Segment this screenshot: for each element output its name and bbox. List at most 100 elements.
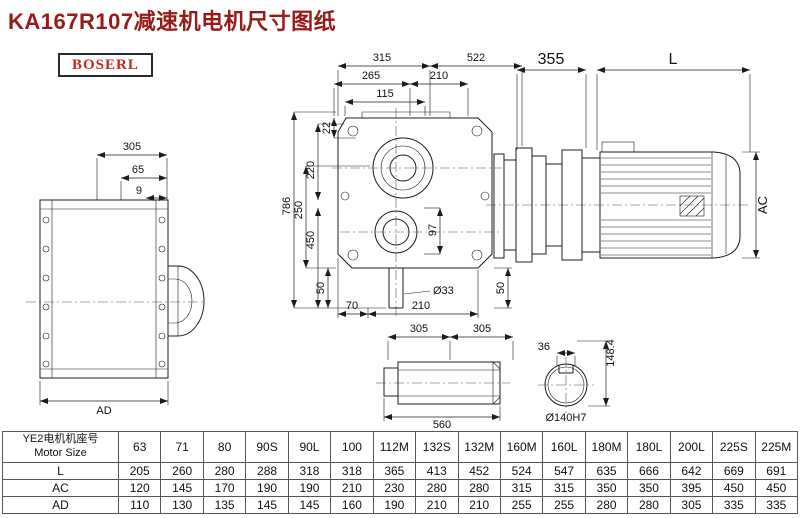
output-shaft-view: 305 305 560 <box>376 323 514 430</box>
dim-left-305: 305 <box>123 141 141 153</box>
motor-frame-size-header: 180L <box>627 431 671 463</box>
dim-sect-148: 148.4 <box>605 339 617 367</box>
dim-shaft-305-a: 305 <box>410 323 428 335</box>
technical-drawing: 305 65 9 AD <box>26 51 770 430</box>
dimension-value-ad: 130 <box>160 496 204 514</box>
dim-front-250: 250 <box>293 201 305 219</box>
dim-shaft-560: 560 <box>433 419 451 430</box>
motor-frame-size-header: 71 <box>160 431 204 463</box>
dimension-value-l: 413 <box>415 462 459 480</box>
dimension-value-ac: 280 <box>415 479 459 497</box>
dimension-value-l: 524 <box>499 462 544 480</box>
dim-front-115: 115 <box>376 88 394 100</box>
dim-front-97: 97 <box>427 224 439 236</box>
dim-front-450: 450 <box>305 231 317 249</box>
dimension-value-l: 205 <box>117 462 162 480</box>
dim-front-210-top: 210 <box>430 70 448 82</box>
dim-sect-36: 36 <box>538 341 550 353</box>
dimension-value-ad: 145 <box>245 496 289 514</box>
dimension-value-ac: 350 <box>627 479 671 497</box>
dim-front-265: 265 <box>362 70 380 82</box>
dimension-value-l: 280 <box>202 462 247 480</box>
row-label-ac: AC <box>2 479 119 497</box>
table-corner-cell: YE2电机机座号 Motor Size <box>2 431 119 463</box>
motor-frame-size-header: 180M <box>584 431 629 463</box>
dimension-value-l: 547 <box>542 462 586 480</box>
dim-left-9: 9 <box>136 185 142 197</box>
dimension-value-ad: 145 <box>287 496 332 514</box>
dim-left-ad: AD <box>96 405 111 417</box>
dimension-value-ac: 145 <box>160 479 204 497</box>
dimension-value-l: 452 <box>457 462 501 480</box>
dimension-value-ad: 280 <box>584 496 629 514</box>
dim-left-65: 65 <box>132 164 144 176</box>
motor-side-view: 355 L AC <box>486 51 770 263</box>
dimension-value-ac: 170 <box>202 479 247 497</box>
dimension-value-ac: 190 <box>287 479 332 497</box>
dimension-value-l: 365 <box>372 462 417 480</box>
front-view: 315 522 265 210 115 786 250 220 <box>281 52 523 318</box>
motor-frame-size-header: 63 <box>117 431 162 463</box>
dim-shaft-305-b: 305 <box>473 323 491 335</box>
dim-motor-ac: AC <box>755 196 770 214</box>
dimension-value-ad: 190 <box>372 496 417 514</box>
dim-motor-l: L <box>669 51 678 68</box>
dim-front-22: 22 <box>321 122 333 134</box>
dimension-value-ad: 335 <box>712 496 756 514</box>
dimension-value-ac: 450 <box>712 479 756 497</box>
motor-frame-size-header: 132M <box>457 431 501 463</box>
dimension-value-ad: 280 <box>627 496 671 514</box>
dim-front-70: 70 <box>346 300 358 312</box>
dimension-value-ac: 230 <box>372 479 417 497</box>
dim-front-210-bottom: 210 <box>412 300 430 312</box>
dimension-value-l: 666 <box>627 462 671 480</box>
motor-frame-size-header: 225M <box>754 431 799 463</box>
motor-frame-size-header: 200L <box>669 431 714 463</box>
motor-size-label-en: Motor Size <box>34 447 87 459</box>
row-label-l: L <box>2 462 119 480</box>
dimension-value-l: 642 <box>669 462 714 480</box>
dimension-value-ad: 335 <box>754 496 799 514</box>
motor-frame-size-header: 100 <box>330 431 374 463</box>
dimension-value-l: 260 <box>160 462 204 480</box>
row-label-ad: AD <box>2 496 119 514</box>
dimension-value-l: 318 <box>330 462 374 480</box>
motor-frame-size-header: 90L <box>287 431 332 463</box>
dimension-value-ad: 210 <box>457 496 501 514</box>
dimension-value-ad: 210 <box>415 496 459 514</box>
dimension-value-ad: 135 <box>202 496 247 514</box>
dim-front-220: 220 <box>305 161 317 179</box>
dimension-value-ad: 305 <box>669 496 714 514</box>
dimension-value-l: 318 <box>287 462 332 480</box>
dimension-value-ac: 315 <box>542 479 586 497</box>
motor-size-label-cn: YE2电机机座号 <box>22 433 99 446</box>
motor-frame-size-header: 225S <box>712 431 756 463</box>
dimension-value-ac: 210 <box>330 479 374 497</box>
dimension-value-ad: 255 <box>542 496 586 514</box>
shaft-section-view: 36 148.4 Ø140H7 <box>538 339 617 424</box>
motor-frame-size-header: 90S <box>245 431 289 463</box>
boserl-logo: BOSERL <box>58 53 153 77</box>
dimension-value-ac: 120 <box>117 479 162 497</box>
dim-front-50-left: 50 <box>315 282 327 294</box>
dimension-value-l: 288 <box>245 462 289 480</box>
dimension-value-ac: 280 <box>457 479 501 497</box>
dimension-value-ac: 395 <box>669 479 714 497</box>
dim-front-315: 315 <box>373 52 391 64</box>
dimension-value-l: 691 <box>754 462 799 480</box>
dim-front-d33: Ø33 <box>433 285 454 297</box>
dimension-value-ac: 190 <box>245 479 289 497</box>
dimension-value-l: 635 <box>584 462 629 480</box>
dim-motor-355: 355 <box>538 51 565 68</box>
dimension-value-ac: 315 <box>499 479 544 497</box>
dim-front-50-right: 50 <box>495 282 507 294</box>
dimension-value-ac: 350 <box>584 479 629 497</box>
dimension-value-ad: 110 <box>117 496 162 514</box>
motor-frame-size-header: 160L <box>542 431 586 463</box>
